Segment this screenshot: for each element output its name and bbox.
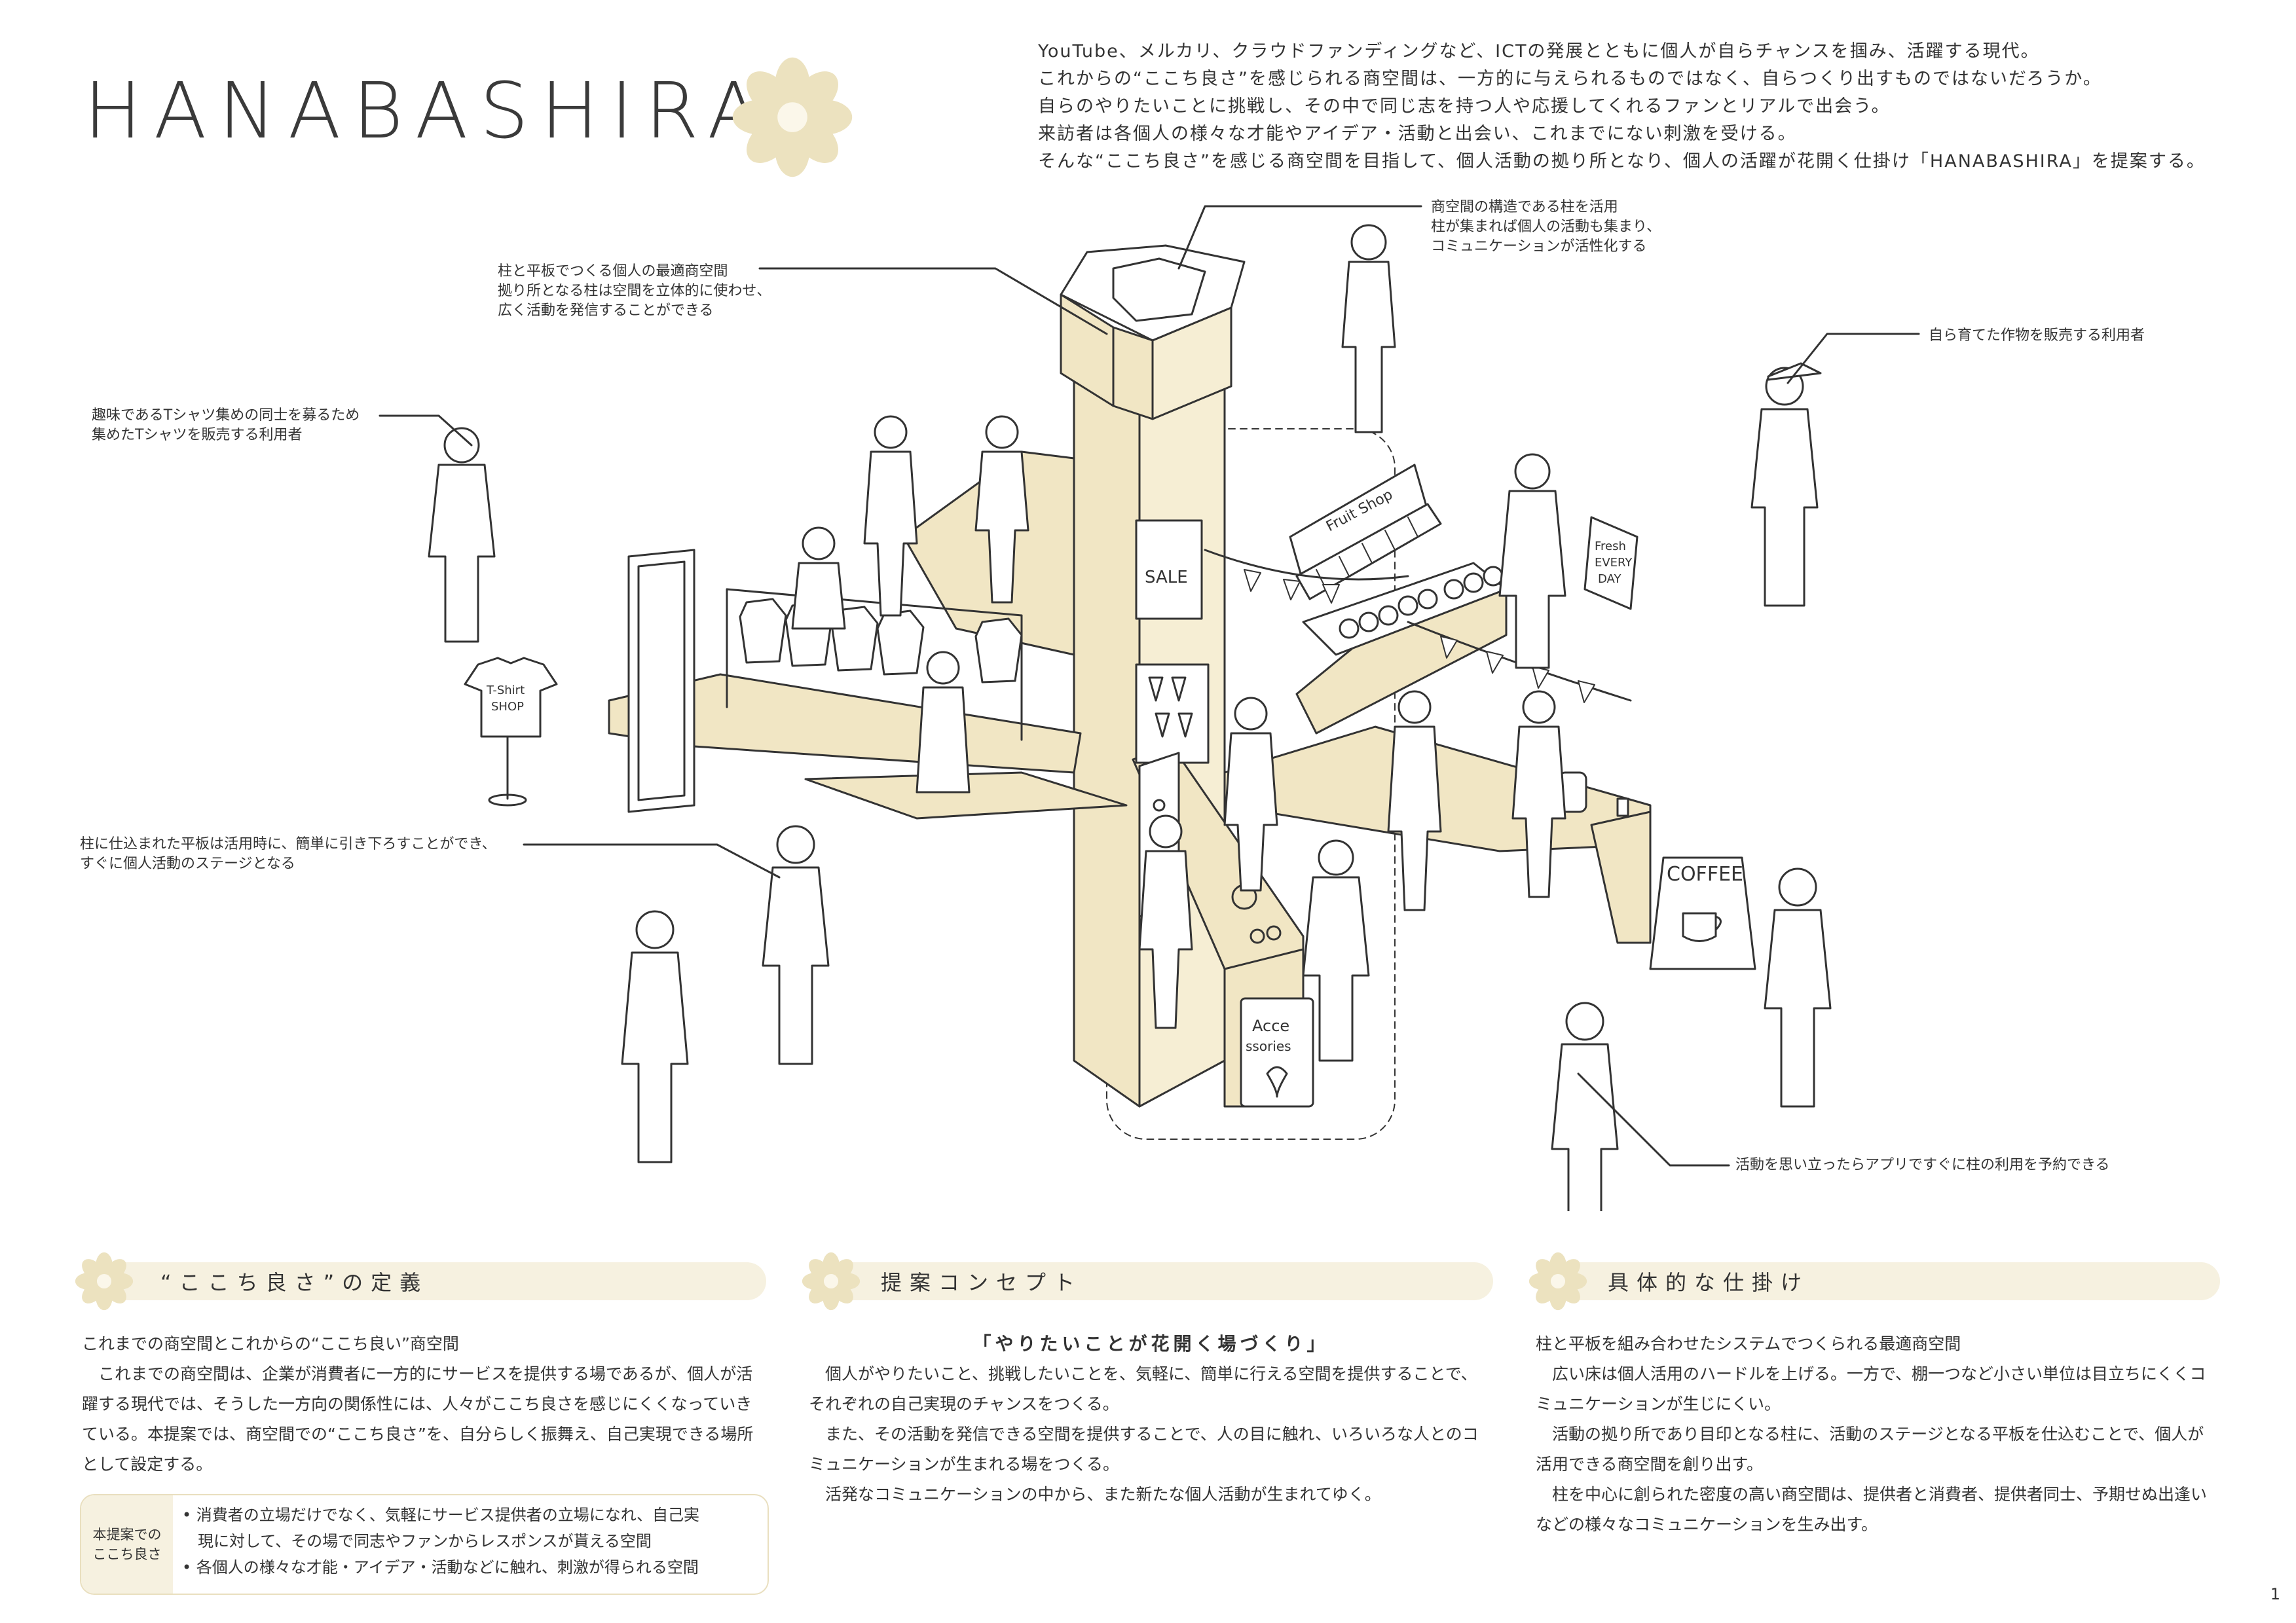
section-paragraph: これまでの商空間は、企業が消費者に一方的にサービスを提供する場であるが、個人が活… — [82, 1364, 754, 1474]
section-paragraph: 柱を中心に創られた密度の高い商空間は、提供者と消費者、提供者同士、予期せぬ出逢い… — [1536, 1485, 2208, 1534]
section-body-mechanism: 柱と平板を組み合わせたシステムでつくられる最適商空間 広い床は個人活用のハードル… — [1536, 1329, 2220, 1540]
annotation-line: すぐに個人活動のステージとなる — [80, 856, 295, 872]
box-label-line: 本提案での — [92, 1527, 162, 1542]
intro-line: これからの“ここち良さ”を感じられる商空間は、一方的に与えられるものではなく、自… — [1038, 69, 2102, 89]
accessories-sign-text: ssories — [1246, 1038, 1291, 1054]
flower-icon — [1528, 1252, 1587, 1311]
flower-icon — [732, 57, 853, 177]
section-header-concept: 提案コンセプト — [802, 1252, 1493, 1311]
section-paragraph: 活発なコミュニケーションの中から、また新たな個人活動が生まれてゆく。 — [825, 1485, 1381, 1504]
annotation-line: 柱が集まれば個人の活動も集まり、 — [1431, 219, 1661, 235]
annotation-line: 柱に仕込まれた平板は活用時に、簡単に引き下ろすことができ、 — [80, 836, 496, 852]
section-title: 具体的な仕掛け — [1608, 1270, 1810, 1295]
section-title: 提案コンセプト — [881, 1270, 1083, 1295]
list-item: • 消費者の立場だけでなく、気軽にサービス提供者の立場になれ、自己実 — [182, 1506, 700, 1524]
section-subheading: これまでの商空間とこれからの“ここち良い”商空間 — [82, 1334, 459, 1353]
page-title: HANABASHIRA — [84, 65, 772, 156]
section-header-definition: “ここち良さ”の定義 — [75, 1252, 766, 1311]
box-label-line: ここち良さ — [92, 1546, 162, 1562]
intro-line: 自らのやりたいことに挑戦し、その中で同じ志を持つ人や応援してくれるファンとリアル… — [1038, 96, 1891, 117]
section-title: “ここち良さ”の定義 — [160, 1270, 429, 1295]
intro-line: 来訪者は各個人の様々な才能やアイデア・活動と出会い、これまでにない刺激を受ける。 — [1038, 124, 1797, 144]
annotation-tshirt: 趣味であるTシャツ集めの同士を募るため 集めたTシャツを販売する利用者 — [92, 406, 360, 445]
fresh-sign — [1583, 516, 1639, 610]
intro-line: そんな“ここち良さ”を感じる商空間を目指して、個人活動の拠り所となり、個人の活躍… — [1038, 151, 2206, 172]
section-body-concept: 「やりたいことが花開く場づくり」 個人がやりたいこと、挑戦したいことを、気軽に、… — [809, 1329, 1493, 1510]
annotation-line: 活動を思い立ったらアプリですぐに柱の利用を予約できる — [1735, 1157, 2110, 1173]
sale-sign-text: SALE — [1145, 568, 1188, 587]
intro-line: YouTube、メルカリ、クラウドファンディングなど、ICTの発展とともに個人が… — [1038, 41, 2040, 62]
leader-lines — [379, 205, 1920, 1167]
fresh-sign-text: Fresh — [1595, 539, 1626, 553]
section-subheading: 「やりたいことが花開く場づくり」 — [972, 1333, 1329, 1355]
annotation-line: 広く活動を発信することができる — [498, 302, 714, 319]
section-paragraph: また、その活動を発信できる空間を提供することで、人の目に触れ、いろいろな人とのコ… — [809, 1425, 1479, 1474]
section-paragraph: 広い床は個人活用のハードルを上げる。一方で、棚一つなど小さい単位は目立ちにくくコ… — [1536, 1364, 2206, 1413]
annotation-farmer: 自ら育てた作物を販売する利用者 — [1929, 326, 2145, 346]
annotation-app: 活動を思い立ったらアプリですぐに柱の利用を予約できる — [1735, 1156, 2110, 1175]
annotation-pillar-board: 柱と平板でつくる個人の最適商空間 拠り所となる柱は空間を立体的に使わせ、 広く活… — [498, 262, 771, 321]
annotation-line: 柱と平板でつくる個人の最適商空間 — [498, 263, 728, 280]
annotation-line: 自ら育てた作物を販売する利用者 — [1929, 327, 2145, 344]
definition-box: 本提案での ここち良さ • 消費者の立場だけでなく、気軽にサービス提供者の立場に… — [80, 1494, 769, 1595]
section-body-definition: これまでの商空間とこれからの“ここち良い”商空間 これまでの商空間は、企業が消費… — [82, 1329, 766, 1480]
isometric-illustration: SALE Fruit Shop Fresh EVERY DAY COFFEE T… — [379, 205, 1920, 1211]
annotation-line: 拠り所となる柱は空間を立体的に使わせ、 — [498, 283, 771, 299]
section-header-mechanism: 具体的な仕掛け — [1528, 1252, 2220, 1311]
annotation-line: 商空間の構造である柱を活用 — [1431, 199, 1618, 215]
sale-sign — [1135, 519, 1203, 620]
annotation-line: コミュニケーションが活性化する — [1431, 238, 1647, 255]
fresh-sign-text: DAY — [1598, 572, 1621, 586]
flower-icon — [802, 1252, 861, 1311]
page-number: 1 — [2270, 1585, 2280, 1603]
accessories-sign-text: Acce — [1252, 1017, 1289, 1035]
list-item: 現に対して、その場で同志やファンからレスポンスが貰える空間 — [182, 1532, 652, 1550]
accessories-sign — [1240, 997, 1314, 1108]
list-item: • 各個人の様々な才能・アイデア・活動などに触れ、刺激が得られる空間 — [182, 1558, 699, 1577]
coffee-sign-text: COFFEE — [1667, 863, 1743, 886]
tshirt-shop-text: T-Shirt — [486, 684, 525, 697]
section-paragraph: 個人がやりたいこと、挑戦したいことを、気軽に、簡単に行える空間を提供することで、… — [809, 1364, 1477, 1413]
tshirt-shop-text: SHOP — [491, 700, 524, 714]
intro-text: YouTube、メルカリ、クラウドファンディングなど、ICTの発展とともに個人が… — [1038, 38, 2256, 175]
definition-box-list: • 消費者の立場だけでなく、気軽にサービス提供者の立場になれ、自己実 現に対して… — [173, 1495, 768, 1594]
annotation-pillar-use: 商空間の構造である柱を活用 柱が集まれば個人の活動も集まり、 コミュニケーション… — [1431, 198, 1661, 257]
annotation-line: 趣味であるTシャツ集めの同士を募るため — [92, 407, 360, 424]
flower-icon — [75, 1252, 134, 1311]
annotation-line: 集めたTシャツを販売する利用者 — [92, 427, 303, 443]
section-subheading: 柱と平板を組み合わせたシステムでつくられる最適商空間 — [1536, 1334, 1961, 1353]
definition-box-label: 本提案での ここち良さ — [81, 1495, 173, 1594]
pillar — [1073, 306, 1141, 1108]
tshirt-shop-sign — [464, 657, 558, 738]
mirror — [627, 549, 695, 813]
section-paragraph: 活動の拠り所であり目印となる柱に、活動のステージとなる平板を仕込むことで、個人が… — [1536, 1425, 2204, 1474]
annotation-board: 柱に仕込まれた平板は活用時に、簡単に引き下ろすことができ、 すぐに個人活動のステ… — [80, 835, 496, 874]
person-figures — [428, 224, 1832, 1211]
fresh-sign-text: EVERY — [1595, 556, 1633, 570]
